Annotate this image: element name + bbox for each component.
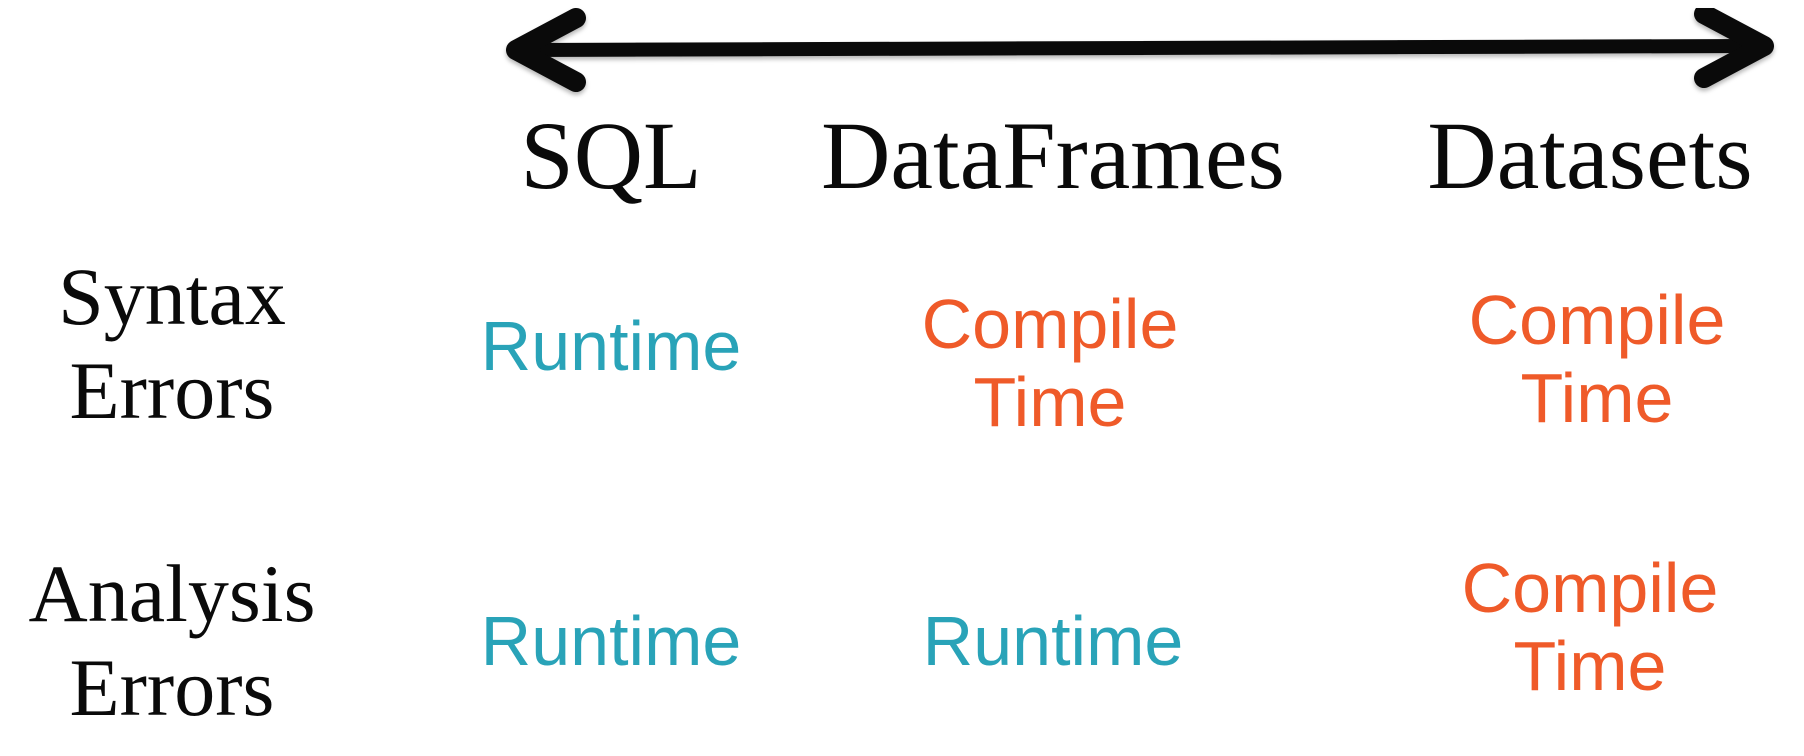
cell-syntax-dataframes: Compile Time [921, 285, 1179, 441]
row-label-analysis-errors: Analysis Errors [28, 548, 316, 734]
cell-syntax-datasets: Compile Time [1468, 281, 1726, 437]
cell-analysis-dataframes: Runtime [922, 602, 1184, 680]
column-header-sql: SQL [520, 102, 702, 209]
double-arrow-icon [506, 8, 1774, 92]
cell-syntax-sql: Runtime [480, 307, 742, 385]
cell-analysis-datasets: Compile Time [1461, 549, 1719, 705]
column-header-datasets: Datasets [1427, 102, 1753, 209]
column-header-dataframes: DataFrames [821, 102, 1285, 209]
cell-analysis-sql: Runtime [480, 602, 742, 680]
row-label-syntax-errors: Syntax Errors [58, 251, 286, 437]
